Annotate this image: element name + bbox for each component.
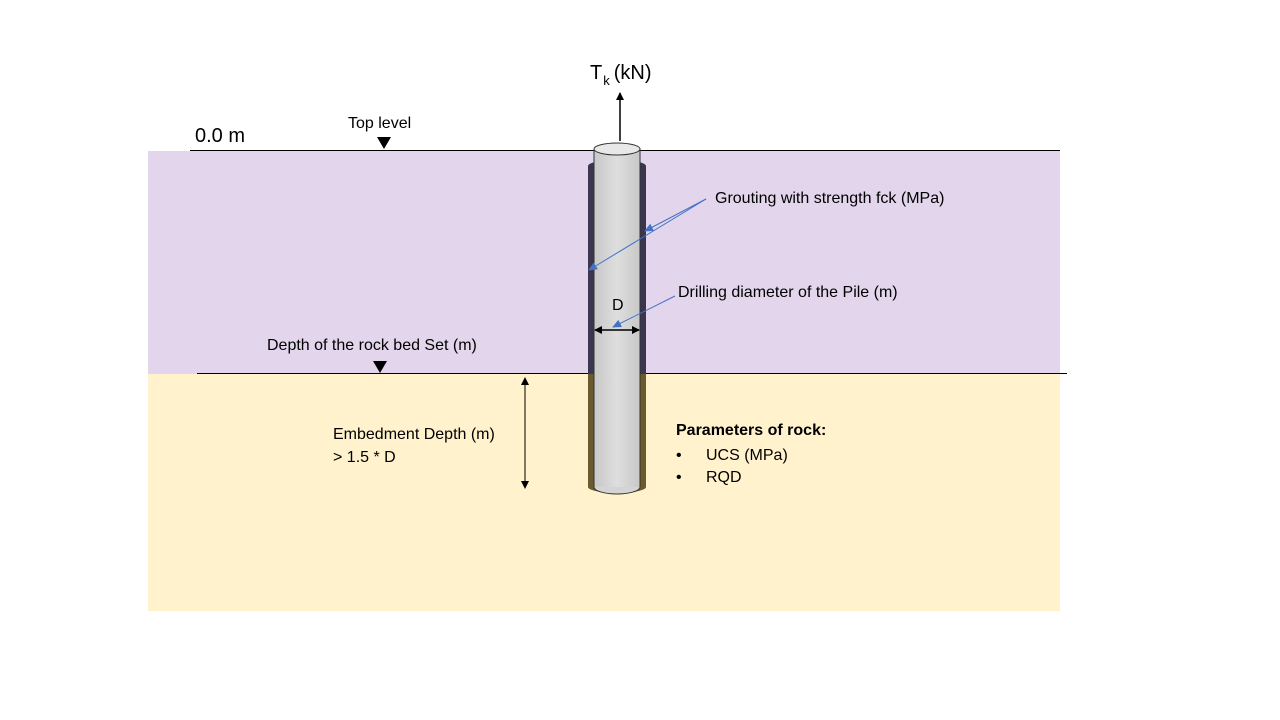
pile-bottom	[593, 486, 641, 495]
rock-param-text: RQD	[706, 469, 742, 486]
grout-leader-right	[644, 198, 707, 232]
rock-param-item: • UCS (MPa)	[676, 445, 788, 467]
load-symbol: T	[590, 62, 603, 84]
zero-level-label: 0.0 m	[195, 125, 246, 147]
load-unit: (kN)	[613, 62, 652, 84]
grout-leader-left	[588, 198, 707, 271]
embedment-rule-label: > 1.5 * D	[333, 449, 396, 466]
rock-level-marker-icon	[373, 361, 387, 373]
rock-params-title: Parameters of rock:	[676, 422, 827, 439]
bullet-icon: •	[676, 447, 682, 464]
rock-param-item: • RQD	[676, 467, 788, 489]
load-subscript: k	[603, 73, 610, 88]
rock-params-list: • UCS (MPa) • RQD	[676, 445, 788, 489]
pile-top	[593, 142, 641, 156]
embedment-depth-label: Embedment Depth (m)	[333, 426, 495, 443]
grouting-label: Grouting with strength fck (MPa)	[715, 190, 945, 207]
bullet-icon: •	[676, 469, 682, 486]
top-level-label: Top level	[348, 115, 412, 132]
rock-param-text: UCS (MPa)	[706, 447, 788, 464]
diameter-leader	[612, 295, 676, 328]
pile-body	[594, 149, 640, 487]
diameter-symbol: D	[612, 297, 624, 314]
load-label: Tk(kN)	[590, 62, 652, 88]
drilling-diameter-label: Drilling diameter of the Pile (m)	[678, 284, 898, 301]
top-level-marker-icon	[377, 137, 391, 149]
rock-bed-depth-label: Depth of the rock bed Set (m)	[267, 337, 477, 354]
